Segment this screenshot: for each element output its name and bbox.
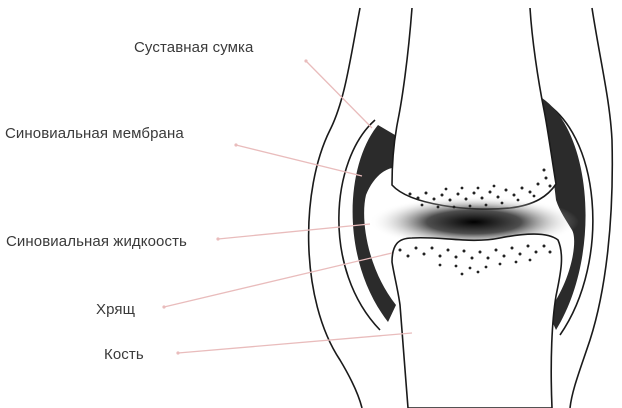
leader-lines xyxy=(162,59,412,354)
leader-line-capsule xyxy=(306,61,372,128)
upper-bone xyxy=(392,8,556,209)
label-synovial-membrane: Синовиальная мембрана xyxy=(5,126,184,141)
leader-line-fluid xyxy=(218,224,370,239)
leader-line-bone xyxy=(178,333,412,353)
label-joint-capsule: Суставная сумка xyxy=(134,40,253,55)
lower-bone xyxy=(392,234,562,408)
leader-line-membrane xyxy=(236,145,362,176)
label-synovial-fluid: Синовиальная жидкоость xyxy=(6,234,187,249)
label-bone: Кость xyxy=(104,347,144,362)
label-cartilage: Хрящ xyxy=(96,302,135,317)
